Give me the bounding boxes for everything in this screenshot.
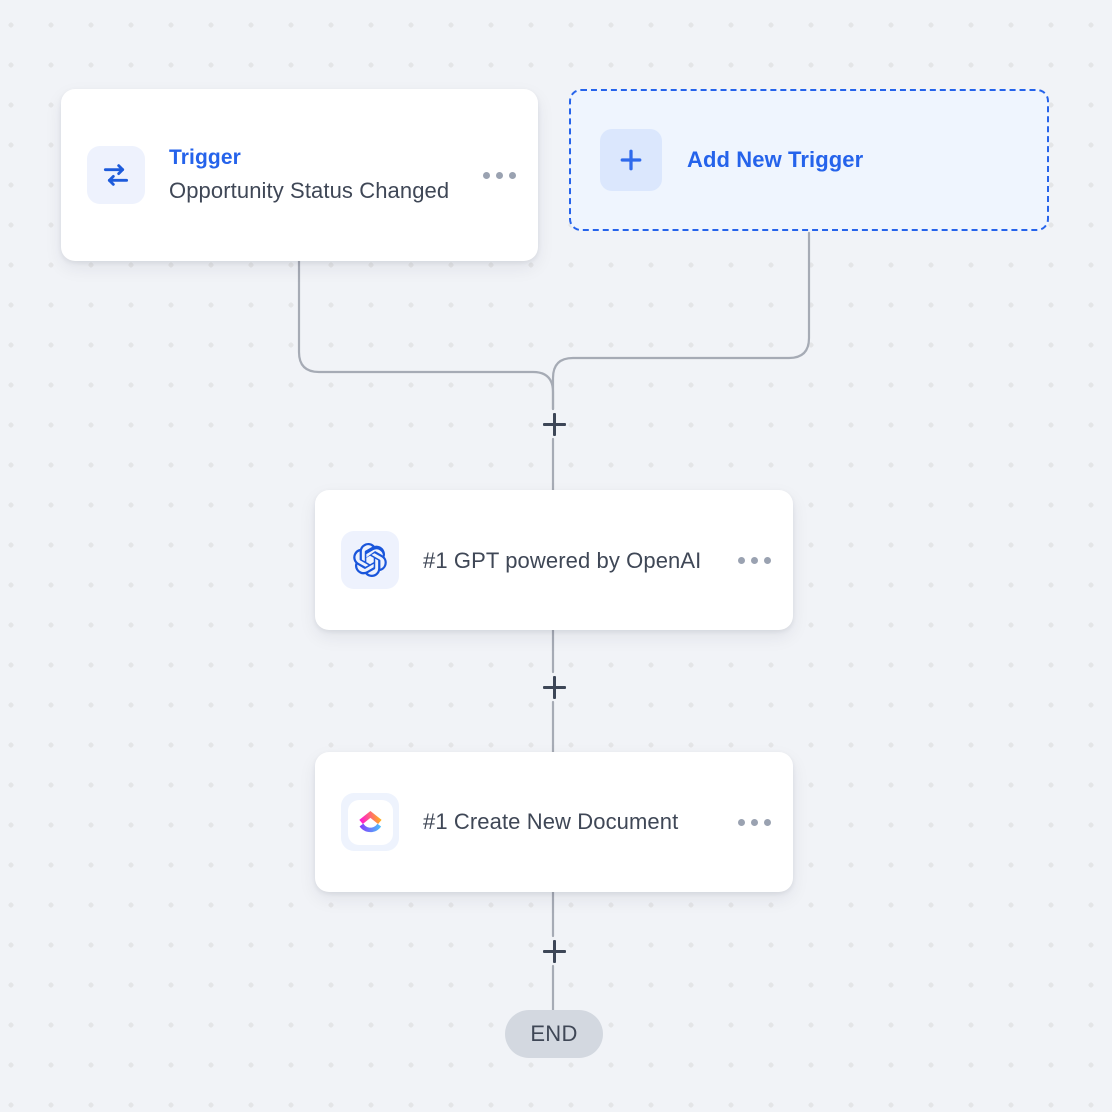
clickup-icon-tile (347, 799, 393, 845)
node-trigger-eyebrow: Trigger (169, 145, 241, 169)
node-gpt-title: #1 GPT powered by OpenAI (423, 547, 702, 573)
node-document-more-icon[interactable] (730, 818, 771, 826)
node-trigger-title: Opportunity Status Changed (169, 177, 450, 203)
end-badge: END (505, 1010, 603, 1058)
add-step-plus-icon-merge[interactable] (539, 409, 569, 439)
clickup-icon (341, 793, 399, 851)
dot (738, 818, 745, 826)
dot (764, 556, 771, 564)
node-document-title: #1 Create New Document (423, 809, 679, 834)
openai-icon (341, 531, 399, 589)
node-trigger[interactable]: Trigger Opportunity Status Changed (61, 89, 538, 261)
node-document-body: #1 Create New Document (399, 807, 730, 837)
node-add-new-trigger[interactable]: Add New Trigger (569, 89, 1049, 231)
swap-arrows-icon (87, 146, 145, 204)
dot (738, 556, 745, 564)
node-gpt-body: #1 GPT powered by OpenAI (399, 543, 730, 578)
node-gpt-more-icon[interactable] (730, 556, 771, 564)
node-gpt-openai[interactable]: #1 GPT powered by OpenAI (315, 490, 793, 630)
dot (483, 171, 490, 179)
dot (764, 818, 771, 826)
add-new-trigger-label: Add New Trigger (687, 147, 864, 172)
node-trigger-body: Trigger Opportunity Status Changed (145, 143, 475, 208)
dot (496, 171, 503, 179)
dot (751, 556, 758, 564)
node-trigger-more-icon[interactable] (475, 171, 516, 179)
add-step-plus-icon-gpt[interactable] (539, 672, 569, 702)
plus-icon (600, 129, 662, 191)
dot (509, 171, 516, 179)
add-step-plus-icon-end[interactable] (539, 936, 569, 966)
dot (751, 818, 758, 826)
node-create-new-document[interactable]: #1 Create New Document (315, 752, 793, 892)
